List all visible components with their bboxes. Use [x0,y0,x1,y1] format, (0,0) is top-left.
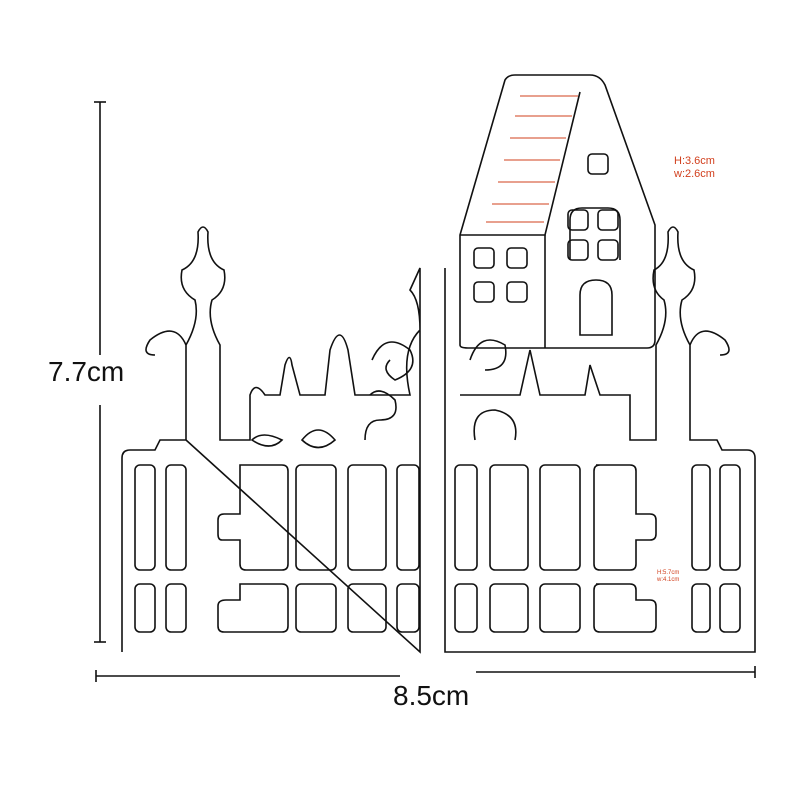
gate-width: w:4.1cm [657,576,680,583]
house-outline [459,74,656,349]
height-dimension-line [94,101,106,643]
gate-dimensions: H:5.7cm w:4.1cm [657,570,679,584]
roof-hatching [486,95,578,223]
house-height: H:3.6cm [674,155,715,167]
width-dimension-line [95,666,756,682]
house-dimensions: H:3.6cm w:2.6cm [674,155,715,180]
right-gate-outline [444,226,756,653]
left-gate-outline [121,226,421,654]
height-label: 7.7cm [48,356,125,387]
width-label: 8.5cm [393,680,470,711]
house-width: w:2.6cm [674,167,715,180]
gate-height: H:5.7cm [657,570,680,576]
